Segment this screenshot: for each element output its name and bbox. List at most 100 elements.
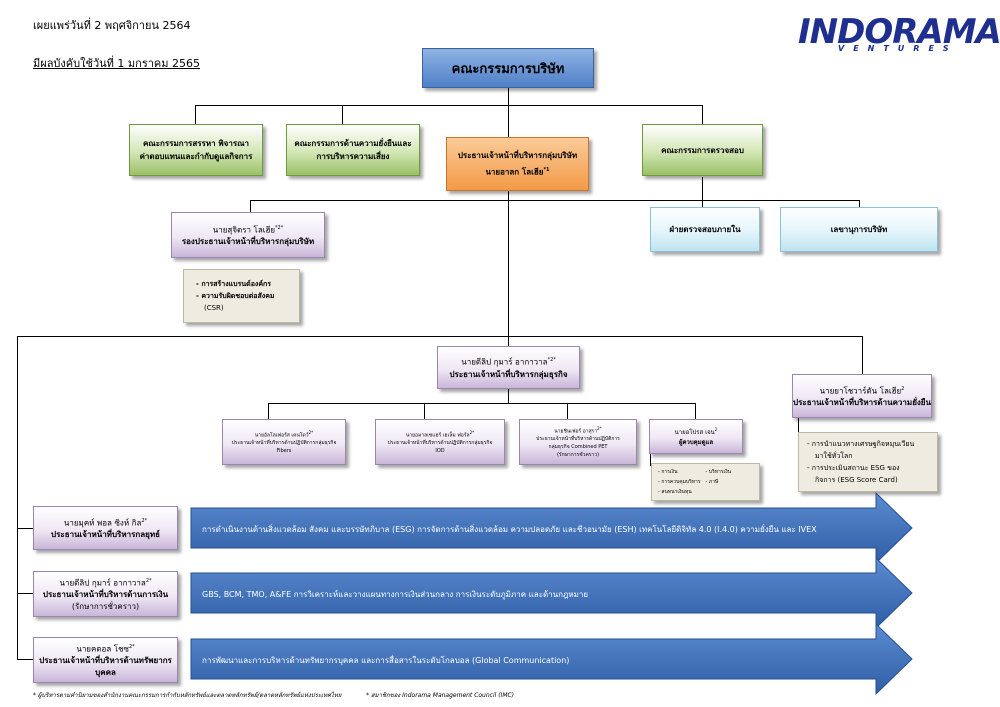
hr-arrow-text: การพัฒนาและการบริหารด้านทรัพยากรบุคคล แล… <box>202 656 570 665</box>
connector <box>702 105 703 124</box>
ceo-name: นายอาลก โลเฮีย <box>485 167 544 177</box>
board-label: คณะกรรมการบริษัท <box>451 61 565 77</box>
connector <box>508 191 509 346</box>
segment-fibers-box: นายอัลโลเฟอร์ส เคนโดว์2* ประธานเจ้าหน้าท… <box>222 419 346 465</box>
connector <box>508 389 509 403</box>
function-head-note: (รักษาการชั่วคราว) <box>71 602 140 612</box>
footnote-marker: 2* <box>469 429 475 435</box>
deputy-ceo-title: รองประธานเจ้าหน้าที่บริหารกลุ่มบริษัท <box>181 237 315 247</box>
connector <box>195 105 703 106</box>
support-item: การเงิน <box>661 469 678 475</box>
footnote-marker: 2* <box>597 425 602 431</box>
hr-ceo-box: นายคดอล โชซ2* ประธานเจ้าหน้าที่บริหารด้า… <box>33 637 178 683</box>
connector <box>859 200 860 209</box>
connector <box>17 659 33 660</box>
company-secretary-box: เลขานุการบริษัท <box>780 207 938 252</box>
business-ceo-title: ประธานเจ้าหน้าที่บริหารกลุ่มธุรกิจ <box>449 369 568 379</box>
connector <box>508 87 509 137</box>
responsibility-item: มาใช้ทั่วโลก <box>815 452 853 460</box>
footnote-marker: 2* <box>308 429 314 435</box>
sustainability-responsibilities: - การนำแนวทางเศรษฐกิจหมุนเวียน มาใช้ทั่ว… <box>798 432 938 492</box>
board-of-directors-box: คณะกรรมการบริษัท <box>422 48 594 88</box>
segment-head-title: ประธานเจ้าหน้าที่บริหารด้านปฏิบัติการกลุ… <box>387 440 493 447</box>
segment-head-name: นายอโปรส เจน <box>674 429 715 436</box>
segment-unit: Fibers <box>276 448 292 455</box>
responsibility-item: (CSR) <box>204 304 224 312</box>
responsibility-item: ความรับผิดชอบต่อสังคม <box>201 292 275 300</box>
connector <box>250 200 860 201</box>
segment-note: (รักษาการชั่วคราว) <box>556 452 600 459</box>
deputy-ceo-responsibilities: - การสร้างแบรนด์องค์กร - ความรับผิดชอบต่… <box>183 269 300 323</box>
footnote-marker: 2* <box>128 643 135 650</box>
committee-line: คณะกรรมการตรวจสอบ <box>661 145 744 155</box>
responsibility-item: กิจการ (ESG Score Card) <box>815 476 898 484</box>
committee-line: การบริหารความเสี่ยง <box>316 152 390 161</box>
controller-responsibilities: - การเงิน- บริหารเงิน - การควบคุมบริหาร-… <box>651 463 760 501</box>
support-item: บริหารเงิน <box>708 469 732 475</box>
support-item: การควบคุมบริหาร <box>661 479 701 485</box>
connector <box>342 105 343 124</box>
connector <box>17 336 863 337</box>
support-item: ภาษี <box>708 479 719 485</box>
connector <box>17 593 33 594</box>
hr-arrow <box>190 622 913 696</box>
footnote-right: * สมาชิกของ Indorama Management Council … <box>366 692 515 699</box>
responsibility-item: การประเมินสถานะ ESG ของ <box>811 464 900 472</box>
connector <box>17 528 33 529</box>
sustainability-risk-committee-box: คณะกรรมการด้านความยั่งยืนและ การบริหารคว… <box>286 124 420 176</box>
strategy-arrow <box>190 491 913 565</box>
segment-head-title: ผู้ควบคุมดูแล <box>678 439 714 446</box>
strategy-ceo-box: นายมุคห์ พอล ซิงห์ กิล2* ประธานเจ้าหน้าท… <box>33 506 178 550</box>
function-head-note: บุคคล <box>95 668 116 678</box>
business-ceo-name: นายดีลิป กุมาร์ อากาวาล <box>461 357 548 367</box>
connector <box>702 177 703 207</box>
footnote-marker: *2* <box>275 224 284 231</box>
company-logo-sub: VENTURES <box>838 44 958 53</box>
connector <box>17 336 18 660</box>
footnote-marker: *2* <box>547 357 556 364</box>
segment-iod-box: นายอมาลเซแฮร์ เฮเล็ม ฟอร์ล2* ประธานเจ้าห… <box>375 419 505 465</box>
connector <box>268 403 696 404</box>
publish-date: เผยแพร่วันที่ 2 พฤศจิกายน 2564 <box>33 19 191 32</box>
footnote-marker: 2 <box>901 385 905 392</box>
finance-ceo-box: นายดีลิป กุมาร์ อากาวาล2* ประธานเจ้าหน้า… <box>33 571 178 617</box>
committee-line: คณะกรรมการด้านความยั่งยืนและ <box>294 139 412 148</box>
segment-head-name: นายอมาลเซแฮร์ เฮเล็ม ฟอร์ล <box>405 432 470 439</box>
finance-arrow <box>190 556 913 630</box>
segment-combined-pet-box: นายชินเฟอร์ อาสุรา2* ประธานเจ้าหน้าที่บร… <box>519 419 637 465</box>
finance-arrow-text: GBS, BCM, TMO, A&FE การวิเคราะห์และวางแผ… <box>202 590 589 599</box>
connector <box>195 105 196 124</box>
connector <box>862 336 863 374</box>
business-ceo-box: นายดีลิป กุมาร์ อากาวาล*2* ประธานเจ้าหน้… <box>437 346 580 389</box>
responsibility-item: การนำแนวทางเศรษฐกิจหมุนเวียน <box>811 440 915 448</box>
sustainability-ceo-title: ประธานเจ้าหน้าที่บริหารด้านความยั่งยืน <box>793 398 931 408</box>
footnote-marker: 2* <box>141 517 148 524</box>
segment-head-title: ประธานเจ้าหน้าที่บริหารด้านปฏิบัติการ <box>536 436 620 443</box>
function-head-name: นายดีลิป กุมาร์ อากาวาล <box>59 578 146 588</box>
function-head-title: ประธานเจ้าหน้าที่บริหารกลยุทธ์ <box>51 530 160 540</box>
support-item: สนทนาเงินทุน <box>661 489 692 495</box>
function-head-name: นายมุคห์ พอล ซิงห์ กิล <box>63 518 142 528</box>
segment-unit: IOD <box>435 448 445 455</box>
strategy-arrow-text: การดำเนินงานด้านสิ่งแวดล้อม สังคม และบรร… <box>202 525 817 534</box>
footnote-marker: *1 <box>543 166 550 173</box>
effective-date: มีผลบังคับใช้วันที่ 1 มกราคม 2565 <box>33 57 201 70</box>
connector <box>650 454 651 466</box>
company-logo: INDORAMA <box>798 12 1000 52</box>
connector <box>567 403 568 419</box>
sustainability-ceo-name: นายยาโชวาร์ดัน โลเฮีย <box>819 386 902 396</box>
connector <box>798 418 799 432</box>
segment-controller-box: นายอโปรส เจน2 ผู้ควบคุมดูแล <box>649 419 743 454</box>
segment-head-title: ประธานเจ้าหน้าที่บริหารด้านปฏิบัติการกลุ… <box>231 440 337 447</box>
segment-head-name: นายชินเฟอร์ อาสุรา <box>554 428 598 435</box>
internal-audit-box: ฝ่ายตรวจสอบภายใน <box>650 207 760 252</box>
footnote-marker: 2* <box>145 577 152 584</box>
deputy-ceo-box: นายสุจิตรา โลเฮีย*2* รองประธานเจ้าหน้าที… <box>171 212 325 258</box>
footnote-left: * ผู้บริหารตามคำนิยามของสำนักงานคณะกรรมก… <box>33 692 342 699</box>
company-secretary-label: เลขานุการบริษัท <box>830 225 888 234</box>
connector <box>250 200 251 212</box>
committee-line: ค่าตอบแทนและกำกับดูแลกิจการ <box>139 152 253 161</box>
segment-head-name: นายอัลโลเฟอร์ส เคนโดว์ <box>254 432 309 439</box>
function-head-title: ประธานเจ้าหน้าที่บริหารด้านการเงิน <box>42 590 169 600</box>
